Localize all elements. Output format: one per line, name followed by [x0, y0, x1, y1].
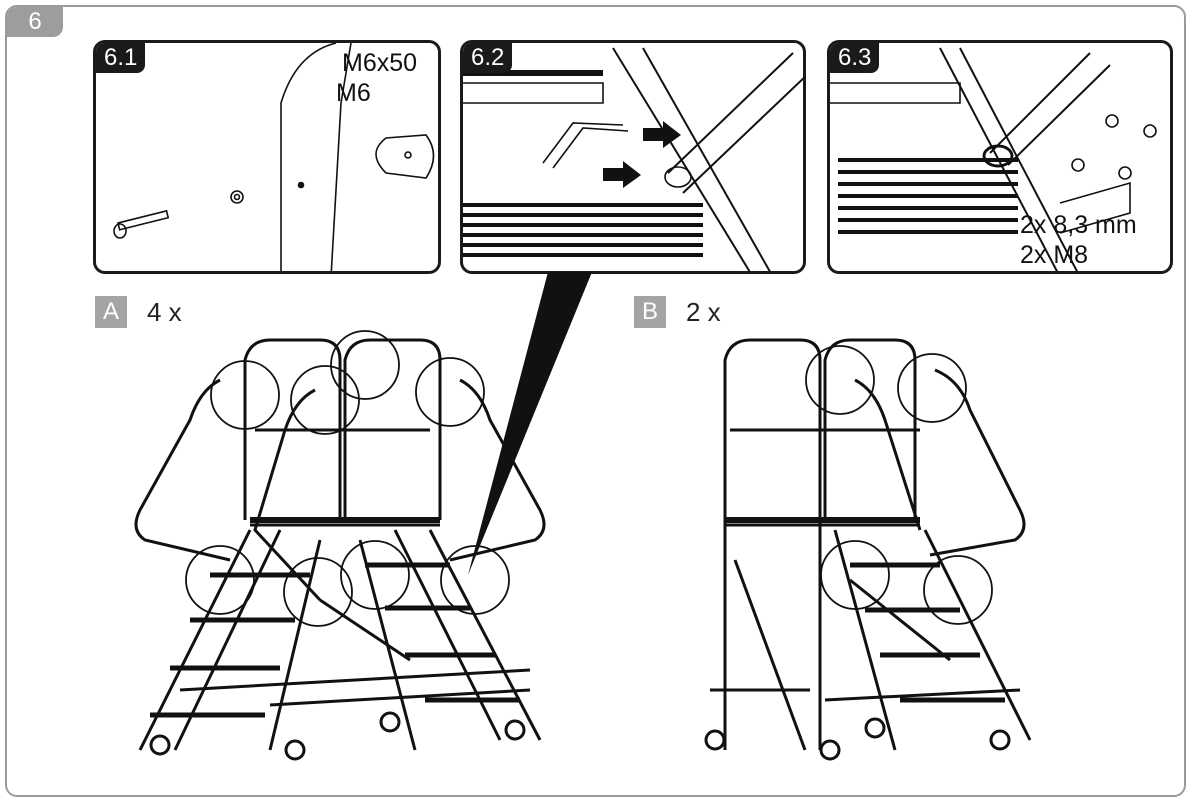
variant-b-quantity: 2 x	[686, 297, 721, 327]
detail-panel-6-1: 6.1 M6x50 M6	[93, 40, 441, 274]
panel-label: 6.1	[96, 43, 146, 73]
bolt-spec-text: 2x M8	[1020, 241, 1089, 269]
panel-label: 6.3	[830, 43, 880, 73]
ladder-b-illustration	[704, 338, 1032, 761]
panel-label: 6.2	[463, 43, 513, 73]
detail-panel-6-3: 6.3 2x 8,3 mm 2x M8	[827, 40, 1173, 274]
handrail-bolt-illustration	[830, 47, 1157, 271]
hole-diameter-text: 2x 8,3 mm	[1020, 211, 1137, 239]
nut-spec-text: M6	[336, 79, 371, 107]
handrail-insert-illustration	[463, 47, 803, 271]
detail-panel-6-2: 6.2	[460, 40, 806, 274]
variant-a-badge: A	[95, 296, 127, 328]
bolt-spec-text: M6x50	[342, 49, 418, 77]
variant-a-quantity: 4 x	[147, 297, 182, 327]
step-number-tab: 6	[7, 7, 63, 37]
bolt-washer-illustration	[113, 43, 435, 271]
ladder-a-illustration	[134, 330, 546, 761]
variant-b-badge: B	[634, 296, 666, 328]
